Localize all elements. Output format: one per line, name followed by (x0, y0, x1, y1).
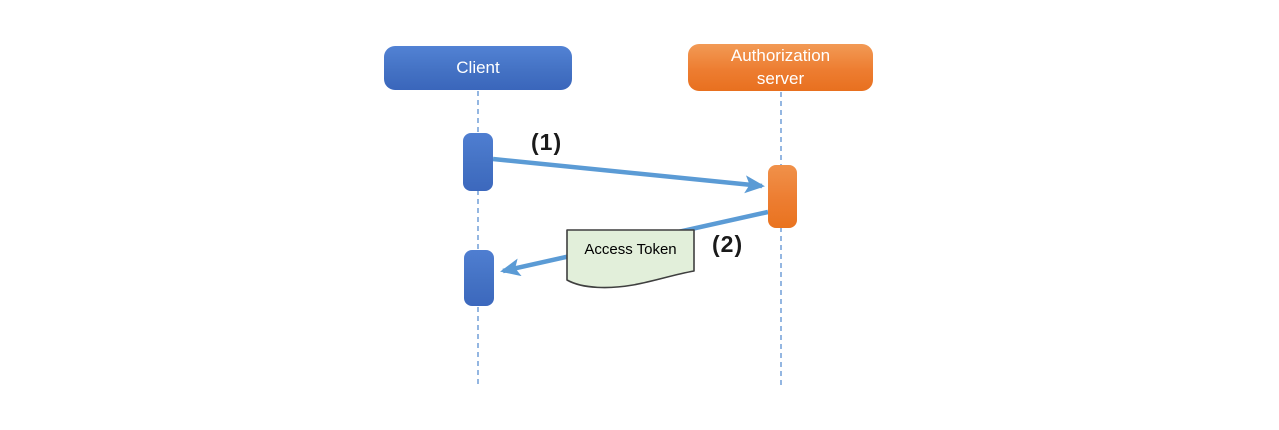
access-token-note-label: Access Token (584, 241, 677, 258)
actor-authorization-server-label: Authorization server (730, 45, 831, 88)
access-token-note-shape (566, 229, 695, 289)
activation-bar-authorization-server (768, 165, 797, 228)
message-arrow-1 (492, 156, 765, 194)
actor-client: Client (384, 46, 572, 90)
message-1-label: (1) (531, 129, 563, 155)
message-2-label: (2) (712, 231, 744, 257)
actor-client-label: Client (456, 57, 500, 77)
actor-authorization-server: Authorization server (688, 44, 873, 91)
activation-bar-client-1 (463, 133, 493, 191)
activation-bar-client-2 (464, 250, 494, 306)
